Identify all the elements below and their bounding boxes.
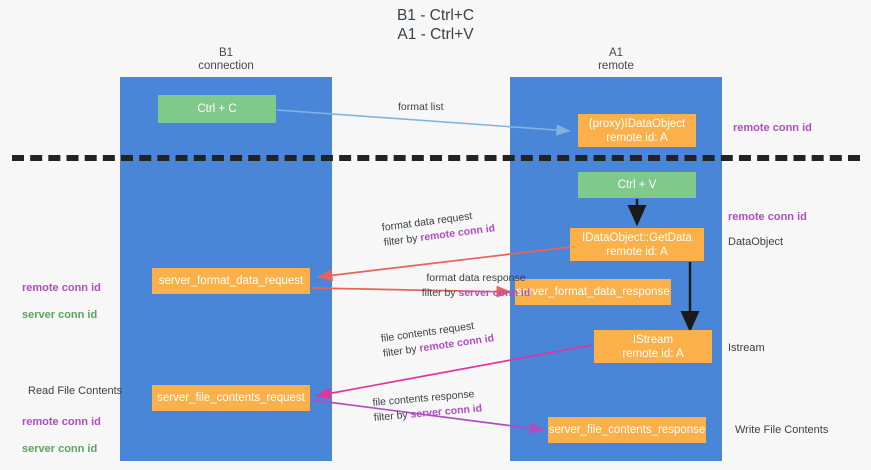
flow-label-line1: format data response [426, 272, 526, 284]
node-istream[interactable]: IStream remote id: A [594, 330, 712, 363]
annotation-left-remote-conn-id-2: remote conn id [22, 415, 101, 428]
annotation-left-conn-ids: remote conn id server conn id [22, 268, 101, 336]
annotation-read-file-contents: Read File Contents [28, 385, 123, 397]
flow-label-file-contents-response: file contents response filter by server … [372, 387, 483, 426]
flow-label-prefix: filter by [383, 232, 422, 249]
flow-label-conn-id: server conn id [458, 287, 531, 299]
node-idataobject-getdata[interactable]: IDataObject::GetData remote id: A [570, 228, 704, 261]
flow-label-format-data-response: format data response filter by server co… [376, 271, 576, 301]
flow-label-line2: filter by server conn id [376, 286, 576, 301]
node-ctrl-v[interactable]: Ctrl + V [578, 172, 696, 198]
node-proxy-idataobject[interactable]: (proxy)IDataObject remote id: A [578, 114, 696, 147]
annotation-left-server-conn-id-2: server conn id [22, 442, 98, 455]
annotation-remote-conn-id-top: remote conn id [733, 122, 812, 134]
flow-label-prefix: filter by [421, 287, 459, 299]
annotation-istream: Istream [728, 342, 765, 354]
column-header-a1: A1 remote [598, 47, 634, 72]
node-server-format-data-request[interactable]: server_format_data_request [152, 268, 310, 294]
column-header-b1: B1 connection [198, 47, 254, 72]
flow-label-format-data-request: format data request filter by remote con… [381, 206, 496, 250]
node-server-file-contents-request[interactable]: server_file_contents_request [152, 385, 310, 411]
node-ctrl-c[interactable]: Ctrl + C [158, 95, 276, 123]
flow-label-format-list: format list [398, 101, 444, 113]
flow-label-prefix: filter by [373, 408, 412, 424]
annotation-write-file-contents: Write File Contents [735, 424, 829, 436]
page-title: B1 - Ctrl+C A1 - Ctrl+V [396, 7, 475, 43]
annotation-left-remote-conn-id: remote conn id [22, 281, 101, 294]
section-divider [12, 155, 860, 161]
annotation-dataobject: DataObject [728, 236, 784, 248]
node-server-format-data-response[interactable]: server_format_data_response [515, 279, 671, 305]
flow-label-prefix: filter by [382, 342, 421, 360]
annotation-remote-conn-id-mid: remote conn id [728, 211, 807, 223]
node-server-file-contents-response[interactable]: server_file_contents_response [548, 417, 706, 443]
annotation-left-conn-ids-2: remote conn id server conn id [22, 402, 101, 470]
annotation-left-server-conn-id: server conn id [22, 308, 98, 321]
flow-label-file-contents-request: file contents request filter by remote c… [380, 316, 495, 361]
